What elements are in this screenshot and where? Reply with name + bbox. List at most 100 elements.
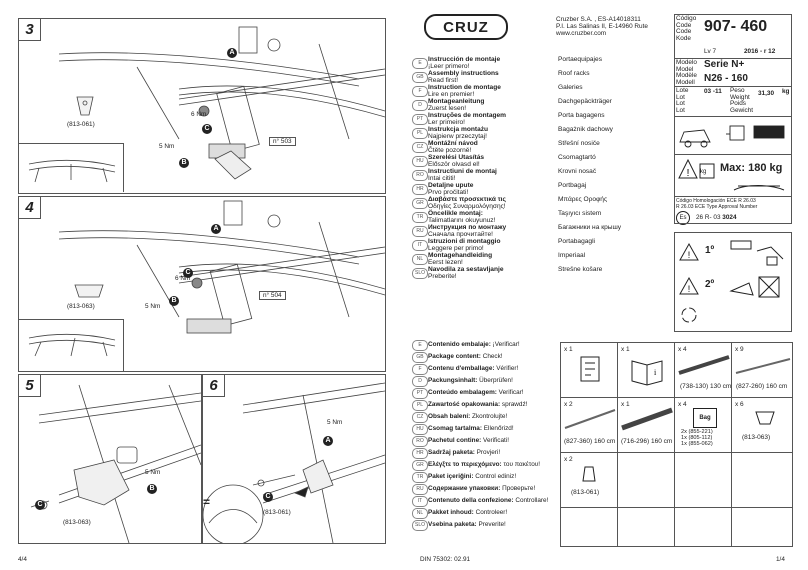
svg-text:!: ! <box>688 250 691 260</box>
warning-2: 2º <box>705 279 715 290</box>
torque-label: 6 Nm <box>191 111 207 118</box>
ref-box: n° 503 <box>269 137 296 146</box>
part-cell-bars-130: x 4 (738-130) 130 cm <box>674 342 732 398</box>
letter-c: C <box>263 485 273 503</box>
torque-label-2: 5 Nm <box>327 419 343 426</box>
product-code: 907- 460 <box>704 18 768 35</box>
company-address: Cruzber S.A. , ES-A14018311 P.I. Las Sal… <box>556 16 648 37</box>
part-cell-booklet: x 1 i <box>617 342 675 398</box>
torque-label-2: 5 Nm <box>145 469 161 476</box>
revision-date: 2016 - r 12 <box>744 48 776 55</box>
max-load: Max: 180 kg <box>720 162 783 174</box>
svg-text:i: i <box>654 368 657 377</box>
page-number-right: 1/4 <box>776 556 785 563</box>
rod-icon <box>564 409 616 429</box>
svg-text:!: ! <box>688 284 691 294</box>
step-number: 3 <box>19 19 41 41</box>
torque-label-2: 5 Nm <box>145 303 161 310</box>
kg-icon-label: kg <box>700 169 707 175</box>
foot-pad-icon <box>755 411 775 425</box>
letter-a: A <box>323 429 333 447</box>
part-label: (813-063) <box>67 303 95 310</box>
inset-box <box>19 143 124 192</box>
part-cell-empty <box>617 507 675 547</box>
letter-b: B <box>147 477 157 495</box>
roof-load-icon <box>733 185 785 191</box>
part-cell-empty <box>731 507 793 547</box>
step-3-panel: 3 (813-061) n° 503 A C B 6 Nm 5 Nm <box>18 18 386 194</box>
cruz-logo: CRUZ <box>424 14 508 40</box>
part-cell-foot-063: x 6 (813-063) <box>731 397 793 453</box>
weight-warning-icon: ! <box>678 158 715 179</box>
part-cell-bag: x 4 Bag 2x (855-221)1x (805-112)1x (855-… <box>674 397 732 453</box>
version: Lv 7 <box>704 48 717 55</box>
warning-1: 1º <box>705 245 715 256</box>
letter-b: B <box>169 289 179 307</box>
din-standard: DIN 75302: 02.91 <box>420 556 471 563</box>
warning-box: ! 1º ! 2º <box>674 232 792 332</box>
instruction-sheet-icon <box>580 356 600 382</box>
part-cell-empty <box>674 507 732 547</box>
ref-box: n° 504 <box>259 291 286 300</box>
es-badge: Es <box>676 211 690 225</box>
letter-c: C <box>183 261 193 279</box>
book-info-icon: i <box>631 360 663 386</box>
page-number-left: 4/4 <box>18 556 27 563</box>
no-overload-icon <box>729 276 780 298</box>
step-number: 5 <box>19 375 41 397</box>
load-order-icon <box>730 240 784 266</box>
model-number: N26 - 160 <box>704 73 748 84</box>
part-label: (813-061) <box>67 121 95 128</box>
part-cell-instructions: x 1 <box>560 342 618 398</box>
part-cell-empty <box>560 507 618 547</box>
bag-icon: Bag <box>693 408 717 428</box>
part-cell-bars-160: x 9 (827-260) 160 cm <box>731 342 793 398</box>
letter-c: C <box>35 493 45 511</box>
letter-b: B <box>179 151 189 169</box>
step-6-panel: 6 C A 5 Nm = (813-061) <box>202 374 386 544</box>
peso-value: 31,30 <box>758 90 774 97</box>
svg-text:!: ! <box>687 168 690 179</box>
torque-label: 6 Nm <box>175 275 191 282</box>
part-cell-empty <box>617 452 675 508</box>
recycle-icon <box>681 307 697 323</box>
step-4-illustration <box>58 200 385 334</box>
torque-label-2: 5 Nm <box>159 143 175 150</box>
car-icon <box>679 125 785 148</box>
lote-value: 03 -11 <box>704 88 722 95</box>
step-5-illustration <box>30 384 201 543</box>
warning-icon: ! <box>679 277 699 295</box>
part-cell-profile: x 1 (716-296) 160 cm <box>617 397 675 453</box>
